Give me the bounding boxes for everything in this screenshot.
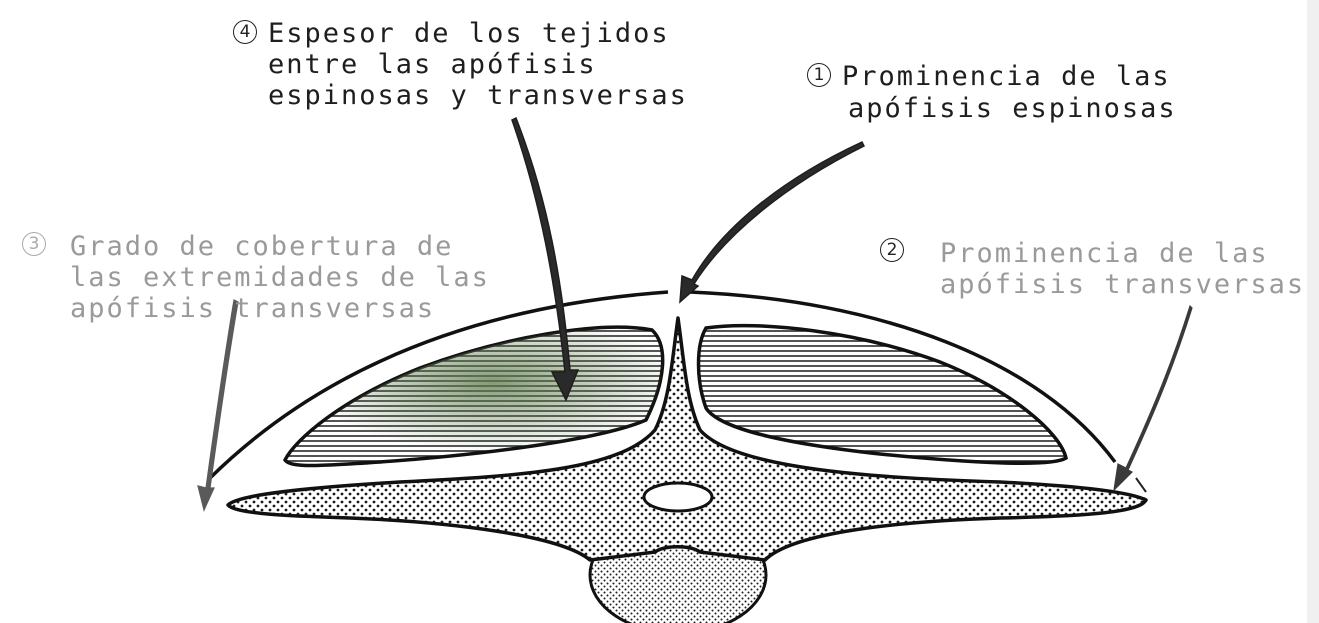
- arrow-3: [198, 300, 238, 510]
- scan-edge: [1307, 0, 1319, 623]
- arrow-1: [680, 142, 864, 302]
- label-2-line-2: apófisis transversas: [940, 271, 1305, 298]
- label-4-line-1: Espesor de los tejidos: [268, 20, 670, 47]
- right-muscle: [699, 326, 1067, 464]
- label-1-line-1: Prominencia de las: [842, 63, 1171, 90]
- label-1-line-2: apófisis espinosas: [848, 95, 1177, 122]
- label-3-line-1: Grado de cobertura de: [70, 233, 453, 260]
- label-4-line-3: espinosas y transversas: [268, 82, 688, 109]
- arrow-2: [1114, 306, 1192, 490]
- label-2-number: 2: [880, 238, 904, 262]
- tick-mark: [1136, 478, 1146, 492]
- spinal-canal: [644, 483, 712, 511]
- label-4-number: 4: [233, 20, 257, 44]
- label-3-number: 3: [22, 232, 46, 256]
- label-3-line-3: apófisis transversas: [70, 295, 435, 322]
- label-3-line-2: las extremidades de las: [70, 264, 490, 291]
- label-2-line-1: Prominencia de las: [940, 240, 1269, 267]
- label-1-number: 1: [807, 63, 831, 87]
- left-muscle-tint: [285, 327, 663, 465]
- label-4-line-2: entre las apófisis: [268, 51, 597, 78]
